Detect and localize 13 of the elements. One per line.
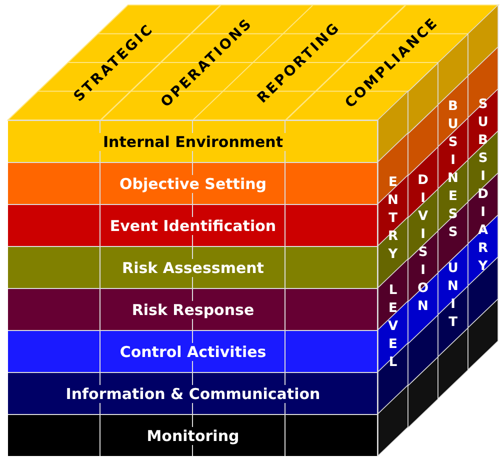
component-band — [8, 330, 378, 372]
component-band — [8, 246, 378, 288]
level-label: DIVISION — [416, 172, 430, 317]
component-band — [8, 288, 378, 330]
band-label: Internal Environment — [98, 132, 288, 150]
component-band — [8, 414, 378, 456]
level-label: SUBSIDIARY — [476, 97, 490, 278]
level-label: BUSINESS UNIT — [446, 99, 460, 334]
component-band — [8, 162, 378, 204]
component-band — [8, 372, 378, 414]
component-band — [8, 204, 378, 246]
component-band — [8, 120, 378, 162]
level-label: ENTRY LEVEL — [386, 174, 400, 373]
